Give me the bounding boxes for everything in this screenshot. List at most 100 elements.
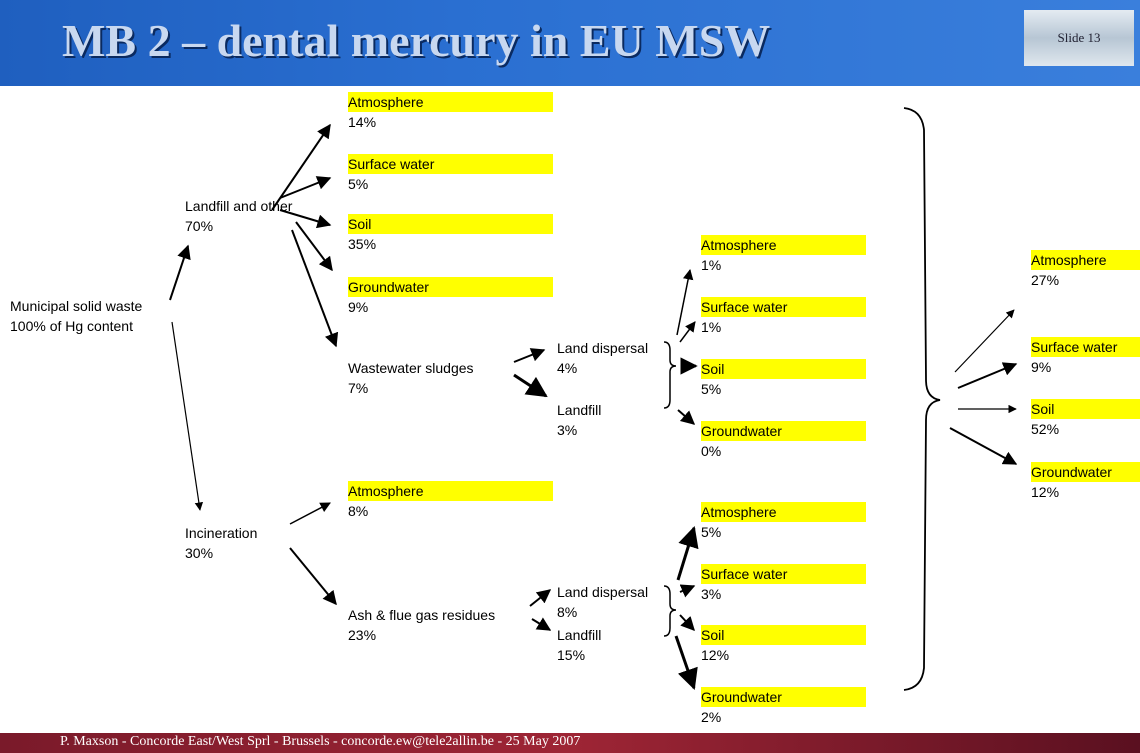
- ash-target-atmosphere-name: Atmosphere: [701, 502, 866, 522]
- ash-target-groundwater: Groundwater 2%: [701, 687, 866, 727]
- node-wastewater-name: Wastewater sludges: [348, 360, 474, 376]
- bracket-ww: [663, 341, 677, 409]
- total-soil-value: 52%: [1031, 421, 1060, 437]
- arrow-tot-atm: [954, 309, 1015, 373]
- arrow-wwt-sw: [679, 321, 696, 343]
- total-soil: Soil 52%: [1031, 399, 1140, 439]
- lf-target-surface-water: Surface water 5%: [348, 154, 553, 194]
- node-ww-dispersal-value: 4%: [557, 360, 578, 376]
- big-brace: [903, 107, 941, 691]
- node-ww-landfill-name: Landfill: [557, 402, 602, 418]
- ash-target-atmosphere-value: 5%: [701, 524, 722, 540]
- node-wastewater: Wastewater sludges 7%: [348, 358, 474, 398]
- ww-target-surface-water-name: Surface water: [701, 297, 866, 317]
- node-ww-landfill: Landfill 3%: [557, 400, 601, 440]
- arrow-lf-ww: [291, 229, 339, 348]
- node-incineration-name: Incineration: [185, 525, 258, 541]
- node-incineration-value: 30%: [185, 545, 214, 561]
- slide-header: MB 2 – dental mercury in EU MSW Slide 13: [0, 0, 1140, 86]
- node-ash-landfill: Landfill 15%: [557, 625, 601, 665]
- node-msw: Municipal solid waste 100% of Hg content: [10, 296, 142, 336]
- total-groundwater-name: Groundwater: [1031, 462, 1140, 482]
- node-ash-landfill-value: 15%: [557, 647, 586, 663]
- ww-target-soil-value: 5%: [701, 381, 722, 397]
- footer-text: P. Maxson - Concorde East/West Sprl - Br…: [60, 734, 581, 749]
- node-ash-dispersal-value: 8%: [557, 604, 578, 620]
- arrow-root-incineration: [171, 321, 204, 511]
- total-atmosphere-name: Atmosphere: [1031, 250, 1140, 270]
- node-landfill: Landfill and other 70%: [185, 196, 292, 236]
- ww-target-groundwater-name: Groundwater: [701, 421, 866, 441]
- arrow-asht-soil: [679, 614, 695, 632]
- node-ash: Ash & flue gas residues 23%: [348, 605, 495, 645]
- lf-target-groundwater-name: Groundwater: [348, 277, 553, 297]
- node-landfill-value: 70%: [185, 218, 214, 234]
- ash-target-soil: Soil 12%: [701, 625, 866, 665]
- node-ash-landfill-name: Landfill: [557, 627, 602, 643]
- arrow-inc-ash: [289, 547, 337, 606]
- total-groundwater-value: 12%: [1031, 484, 1060, 500]
- lf-target-atmosphere-value: 14%: [348, 114, 377, 130]
- ww-target-groundwater-value: 0%: [701, 443, 722, 459]
- arrow-tot-sw: [957, 362, 1018, 389]
- arrow-asht-atm: [676, 525, 699, 581]
- lf-target-surface-water-name: Surface water: [348, 154, 553, 174]
- arrow-ww-disp: [513, 348, 546, 363]
- lf-target-surface-water-value: 5%: [348, 176, 369, 192]
- ash-target-groundwater-value: 2%: [701, 709, 722, 725]
- node-msw-name: Municipal solid waste: [10, 298, 143, 314]
- total-atmosphere: Atmosphere 27%: [1031, 250, 1140, 290]
- node-ash-value: 23%: [348, 627, 377, 643]
- node-ww-landfill-value: 3%: [557, 422, 578, 438]
- ww-target-atmosphere-value: 1%: [701, 257, 722, 273]
- ash-target-surface-water-name: Surface water: [701, 564, 866, 584]
- node-ash-dispersal-name: Land dispersal: [557, 584, 649, 600]
- node-ww-dispersal: Land dispersal 4%: [557, 338, 648, 378]
- total-surface-water: Surface water 9%: [1031, 337, 1140, 377]
- arrow-ww-lf: [513, 373, 548, 398]
- total-groundwater: Groundwater 12%: [1031, 462, 1140, 502]
- ww-target-atmosphere-name: Atmosphere: [701, 235, 866, 255]
- lf-target-soil-name: Soil: [348, 214, 553, 234]
- total-atmosphere-value: 27%: [1031, 272, 1060, 288]
- node-ww-dispersal-name: Land dispersal: [557, 340, 649, 356]
- arrow-lf-atm: [271, 123, 331, 211]
- ww-target-atmosphere: Atmosphere 1%: [701, 235, 866, 275]
- ww-target-soil-name: Soil: [701, 359, 866, 379]
- inc-target-atmosphere-name: Atmosphere: [348, 481, 553, 501]
- lf-target-groundwater: Groundwater 9%: [348, 277, 553, 317]
- node-ash-name: Ash & flue gas residues: [348, 607, 496, 623]
- arrow-ash-disp: [529, 589, 552, 607]
- ww-target-surface-water: Surface water 1%: [701, 297, 866, 337]
- total-soil-name: Soil: [1031, 399, 1140, 419]
- arrow-asht-sw: [679, 584, 696, 598]
- ash-target-atmosphere: Atmosphere 5%: [701, 502, 866, 542]
- slide-number: Slide 13: [1024, 10, 1134, 66]
- total-surface-water-name: Surface water: [1031, 337, 1140, 357]
- inc-target-atmosphere-value: 8%: [348, 503, 369, 519]
- arrow-lf-soil: [279, 209, 332, 229]
- ash-target-groundwater-name: Groundwater: [701, 687, 866, 707]
- node-wastewater-value: 7%: [348, 380, 369, 396]
- node-ash-dispersal: Land dispersal 8%: [557, 582, 648, 622]
- ash-target-soil-value: 12%: [701, 647, 730, 663]
- node-landfill-name: Landfill and other: [185, 198, 293, 214]
- arrow-root-landfill: [169, 244, 191, 301]
- arrow-inc-atm: [289, 502, 331, 525]
- arrow-ash-lf: [531, 617, 552, 631]
- node-msw-value: 100% of Hg content: [10, 318, 133, 334]
- ash-target-surface-water: Surface water 3%: [701, 564, 866, 604]
- ash-target-surface-water-value: 3%: [701, 586, 722, 602]
- lf-target-groundwater-value: 9%: [348, 299, 369, 315]
- arrow-tot-gw: [949, 427, 1018, 465]
- lf-target-soil-value: 35%: [348, 236, 377, 252]
- arrow-lf-sw: [279, 176, 332, 199]
- slide-footer: P. Maxson - Concorde East/West Sprl - Br…: [0, 733, 1140, 753]
- ww-target-groundwater: Groundwater 0%: [701, 421, 866, 461]
- lf-target-atmosphere-name: Atmosphere: [348, 92, 553, 112]
- ww-target-soil: Soil 5%: [701, 359, 866, 399]
- node-incineration: Incineration 30%: [185, 523, 257, 563]
- arrow-wwt-atm: [676, 268, 694, 336]
- arrow-wwt-gw: [677, 409, 696, 425]
